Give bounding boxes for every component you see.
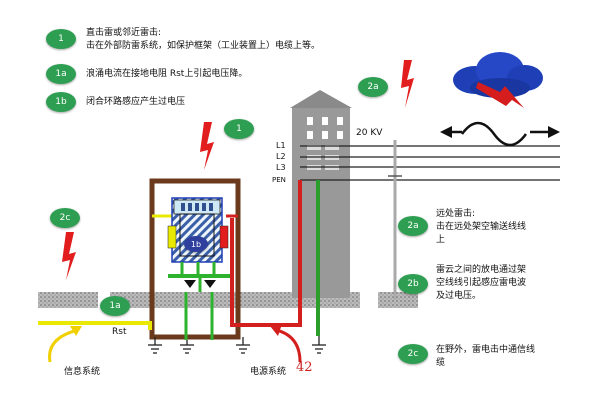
building-frame (149, 178, 241, 340)
legend-2b-line-1: 雷云之间的放电通过架 (436, 265, 527, 275)
legend-2c-line-1: 在野外，雷电击中通信线 (436, 345, 536, 355)
lightning-bolt-left (62, 232, 76, 280)
label-l2: L2 (276, 152, 286, 161)
diagram-badge-1: 1 (224, 119, 254, 139)
legend-2a-line-2: 击在远处架空输送线线 (436, 222, 527, 232)
info-line (38, 321, 152, 330)
legend-badge-2c: 2c (398, 344, 428, 364)
label-pen: PEN (272, 176, 286, 184)
legend-badge-2a: 2a (398, 216, 428, 236)
legend-1a-line-1: 浪涌电流在接地电阻 Rst上引起电压降。 (86, 69, 248, 79)
legend-2a-line-1: 远处雷击: (436, 209, 476, 219)
lightning-bolt-right (401, 60, 414, 108)
legend-1b-line-1: 闭合环路感应产生过电压 (86, 97, 186, 107)
legend-text-2a: 远处雷击: 击在远处架空输送线线 上 (436, 208, 526, 247)
label-rst: Rst (112, 327, 127, 337)
legend-text-1b: 闭合环路感应产生过电压 (86, 96, 185, 109)
legend-text-1: 直击雷或邻近雷击: 击在外部防雷系统，如保护框架（工业装置上）电缆上等。 (86, 27, 320, 53)
lightning-bolt-mid (200, 122, 214, 170)
diagram-badge-2a: 2a (358, 77, 388, 97)
legend-badge-1b: 1b (46, 92, 76, 112)
diagram-badge-1b: 1b (184, 236, 208, 252)
legend-text-2b: 雷云之间的放电通过架 空线线引起感应雷电波 及过电压。 (436, 264, 526, 303)
legend-2b-line-2: 空线线引起感应雷电波 (436, 278, 527, 288)
surge-wave (460, 121, 528, 147)
label-l3: L3 (276, 163, 286, 172)
power-line (230, 180, 302, 327)
legend-badge-1: 1 (46, 29, 76, 49)
legend-text-1a: 浪涌电流在接地电阻 Rst上引起电压降。 (86, 68, 247, 81)
legend-badge-1a: 1a (46, 64, 76, 84)
legend-2a-line-3: 上 (436, 235, 446, 245)
surge-protector-right (219, 225, 229, 249)
ground-right (378, 292, 418, 308)
label-info-system: 信息系统 (64, 367, 101, 377)
page-number: 42 (296, 360, 313, 375)
legend-2b-line-3: 及过电压。 (436, 291, 482, 301)
diagram-badge-1a: 1a (100, 296, 130, 316)
label-power-system: 电源系统 (250, 367, 287, 377)
cloud-lightning (476, 82, 524, 108)
legend-text-2c: 在野外，雷电击中通信线 缆 (436, 344, 535, 370)
ground-left (38, 292, 98, 308)
surge-protector-left (167, 225, 177, 249)
surge-arrow-info (48, 328, 79, 363)
tower-roof (290, 90, 352, 108)
label-voltage: 20 KV (356, 128, 383, 138)
label-l1: L1 (276, 141, 286, 150)
legend-1-line-2: 击在外部防雷系统，如保护框架（工业装置上）电缆上等。 (86, 41, 321, 51)
legend-1-line-1: 直击雷或邻近雷击: (86, 28, 162, 38)
legend-2c-line-2: 缆 (436, 358, 446, 368)
surge-arrow-power (275, 328, 302, 363)
legend-badge-2b: 2b (398, 274, 428, 294)
diagram-badge-2c: 2c (50, 208, 80, 228)
